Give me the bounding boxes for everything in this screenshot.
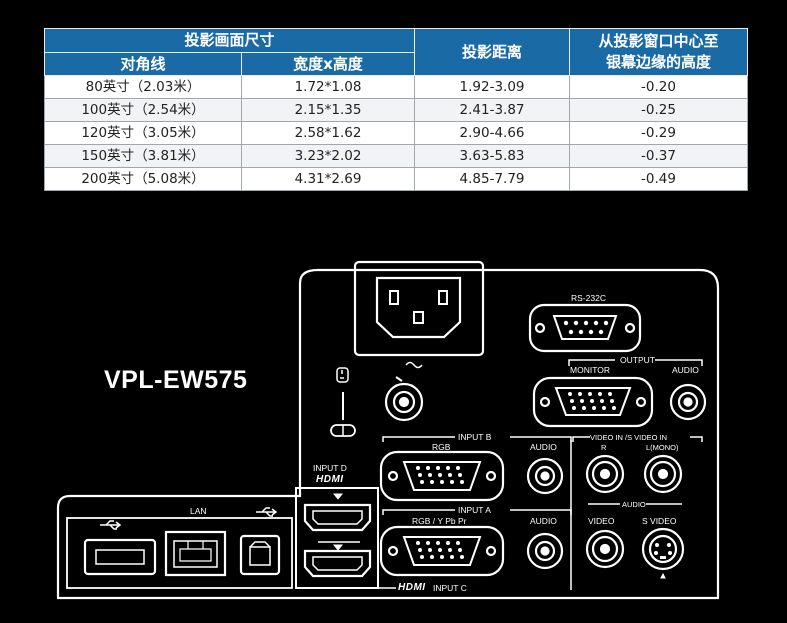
usb-icon-right [256,507,278,517]
label-input-a: INPUT A [458,505,491,515]
header-offset-line1: 从投影窗口中心至 [598,32,719,50]
hdmi-c-arrow [318,541,360,551]
label-video-in: VIDEO IN /S VIDEO IN [590,433,668,442]
rs232c-port [528,303,642,353]
label-l-mono: L(MONO) [646,443,679,452]
cell-diagonal: 80英寸（2.03米） [44,75,242,99]
cell-size: 2.58*1.62 [240,121,416,145]
label-audio-out: AUDIO [672,365,699,375]
video-jack [585,529,625,569]
usb-lan-block [66,517,293,589]
label-audio-b: AUDIO [530,442,557,452]
hdmi-block [295,487,379,589]
security-slot [330,367,356,437]
hdmi-d-arrow [332,493,344,500]
header-offset: 从投影窗口中心至 银幕边缘的高度 [569,28,749,76]
label-lan: LAN [190,506,207,516]
cell-diagonal: 100英寸（2.54米） [44,98,242,122]
s-video-jack [641,527,685,579]
hdmi-c-logo: HDMI [398,582,426,593]
label-input-b: INPUT B [458,432,492,442]
cell-distance: 2.90-4.66 [414,121,571,145]
power-inlet [353,260,485,369]
cell-distance: 2.41-3.87 [414,98,571,122]
output-bracket [568,359,703,366]
label-audio-mid: AUDIO [622,500,646,509]
cell-offset: -0.25 [569,98,749,122]
cell-offset: -0.49 [569,167,749,191]
monitor-vga-port [532,376,654,428]
table-row: 80英寸（2.03米） 1.72*1.08 1.92-3.09 -0.20 [44,75,749,99]
label-rgb: RGB [432,442,451,452]
table-row: 150英寸（3.81米） 3.23*2.02 3.63-5.83 -0.37 [44,144,749,168]
table-row: 200英寸（5.08米） 4.31*2.69 4.85-7.79 -0.49 [44,167,749,191]
projection-spec-table: 投影画面尺寸 投影距离 从投影窗口中心至 银幕边缘的高度 对角线 宽度x高度 8… [43,28,749,191]
audio-r-jack [585,454,625,494]
label-input-c: INPUT C [433,583,467,593]
hdmi-d-port [303,503,372,532]
input-a-audio-jack [526,532,564,570]
label-input-d: INPUT D [313,463,347,473]
cell-offset: -0.37 [569,144,749,168]
cell-size: 1.72*1.08 [240,75,416,99]
table-row: 120英寸（3.05米） 2.58*1.62 2.90-4.66 -0.29 [44,121,749,145]
panel-outline [56,268,720,600]
cell-offset: -0.29 [569,121,749,145]
cell-size: 4.31*2.69 [240,167,416,191]
cell-diagonal: 120英寸（3.05米） [44,121,242,145]
label-rs232c: RS-232C [571,293,606,303]
hdmi-c-port [303,549,372,578]
header-screen-size: 投影画面尺寸 [43,28,416,53]
cell-size: 3.23*2.02 [240,144,416,168]
header-width-height: 宽度x高度 [240,51,416,76]
hdmi-d-logo: HDMI [316,474,344,485]
cell-diagonal: 200英寸（5.08米） [44,167,242,191]
audio-l-jack [643,454,683,494]
input-a-bracket [382,509,572,515]
label-video: VIDEO [588,516,615,526]
label-s-video: S VIDEO [642,516,677,526]
model-name: VPL-EW575 [104,366,248,394]
usb-a-port [83,538,157,576]
remote-jack [384,376,424,422]
usb-icon-left [100,520,122,530]
label-output: OUTPUT [620,355,655,365]
label-monitor: MONITOR [570,365,610,375]
header-diagonal: 对角线 [44,51,242,76]
video-in-bracket [572,436,703,442]
cell-diagonal: 150英寸（3.81米） [44,144,242,168]
header-offset-line2: 银幕边缘的高度 [606,53,712,71]
label-rgb-ypbpr: RGB / Y Pb Pr [412,516,467,526]
cell-distance: 4.85-7.79 [414,167,571,191]
label-r: R [601,443,607,452]
input-a-rgb-port [379,525,505,577]
input-b-rgb-port [379,450,505,502]
audio-out-jack [669,383,707,421]
lan-port [164,530,227,577]
input-b-audio-jack [526,457,564,495]
usb-b-port [239,534,281,576]
label-audio-a: AUDIO [530,516,557,526]
